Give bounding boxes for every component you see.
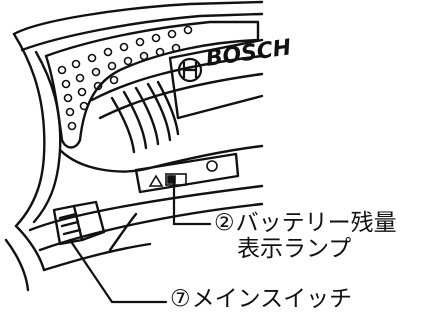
body-side-band-2 [98,72,264,120]
main-switch-callout: ⑦メインスイッチ [170,286,352,312]
vent-ridge [146,82,172,142]
body-left-curve [12,32,46,228]
vent-ridge [122,90,148,150]
switch-body [72,200,106,242]
leader-line-switch [68,238,168,304]
battery-indicator-icon [148,160,218,187]
grip-inner-edge [20,12,264,52]
body-side-band [90,54,264,102]
bosch-logo-icon [177,57,203,83]
grip-texture [57,25,193,131]
housing-bottom [28,184,264,232]
logo-plate [168,38,264,120]
front-edge [14,224,46,272]
callout-label: メインスイッチ [191,286,353,312]
callout-number: ⑦ [170,286,191,312]
switch-ridge [58,212,82,236]
battery-indicator-callout: ②バッテリー残量 表示ランプ [214,210,397,262]
brand-logo-text: BOSCH [204,35,293,72]
vent-ridge [110,96,136,154]
switch-housing [108,212,138,252]
front-edge [4,238,30,292]
body-lower-edge [58,144,264,173]
callout-number: ② [214,210,235,236]
grip-pad [44,20,260,149]
leader-line-battery [172,180,212,226]
switch-housing [42,242,152,272]
vent-ridge [156,80,180,136]
grip-outline [12,0,264,36]
callout-label-line2: 表示ランプ [237,236,352,262]
callout-label-line1: バッテリー残量 [235,210,397,236]
vent-ridge [134,86,160,146]
body-left-inner [32,50,62,224]
indicator-panel [134,152,240,194]
